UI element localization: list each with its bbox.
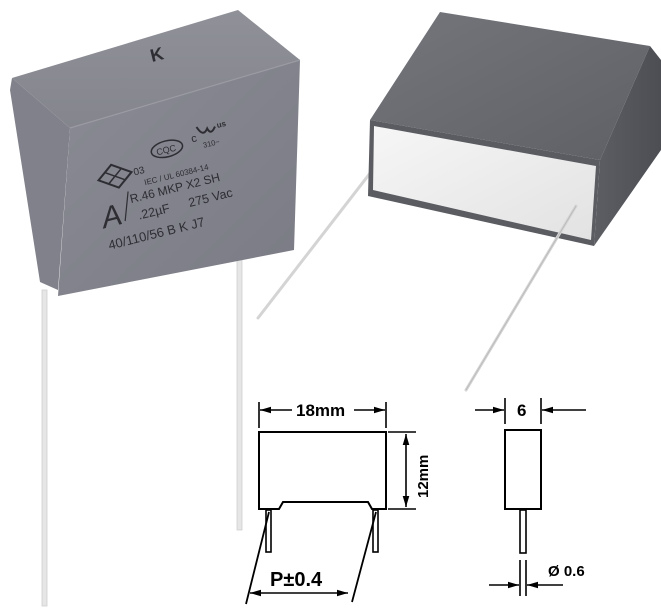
body-end-fill	[373, 126, 596, 240]
cqc-cert-icon	[150, 139, 184, 159]
drawing-side-view	[475, 398, 586, 596]
lead-diameter-label: Ø 0.6	[548, 563, 585, 580]
manufacturer-logo-icon	[96, 163, 134, 189]
height-dimension-label: 12mm	[415, 455, 432, 498]
cert-ul-c: c	[190, 132, 199, 145]
lead-left	[256, 148, 390, 320]
thickness-dimension-label: 6	[517, 401, 526, 420]
capacitor-photo-left: K 03 CQC c us 310~ IEC / UL 60384-14 A R…	[10, 10, 301, 607]
cert-ul-us: us	[216, 119, 228, 130]
marking-code: 03	[132, 165, 146, 178]
body-right-face	[594, 46, 661, 246]
voltage-ul: 310~	[202, 137, 221, 150]
body-top-face	[12, 10, 300, 128]
pitch-dimension-label: P±0.4	[270, 569, 323, 591]
cert-cqc: CQC	[155, 143, 177, 158]
top-mark: K	[148, 43, 165, 66]
body-top-face	[370, 12, 650, 160]
lead-right	[236, 239, 243, 531]
lead-left	[41, 289, 48, 607]
drawing-front-view	[245, 402, 416, 605]
body-front-face	[58, 60, 300, 296]
body-left-face	[10, 78, 70, 290]
ul-mark-icon	[195, 126, 216, 134]
width-dimension-label: 18mm	[296, 401, 345, 420]
capacitor-photo-right	[256, 12, 661, 392]
